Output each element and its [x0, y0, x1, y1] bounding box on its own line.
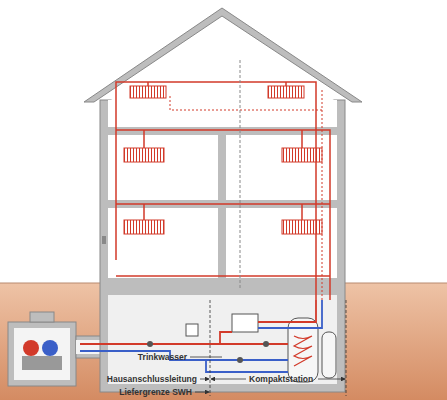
compact-station-label: Kompaktstation: [248, 375, 314, 384]
drinking-water-label: Trinkwasser: [137, 353, 188, 362]
house-connection-label: Hausanschlussleitung: [106, 375, 198, 384]
delivery-boundary-label: Liefergrenze SWH: [118, 388, 193, 397]
